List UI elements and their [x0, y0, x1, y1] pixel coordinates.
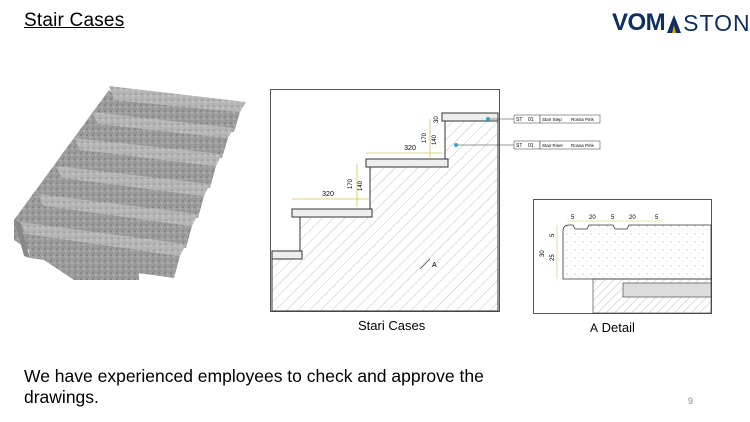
company-logo: VOM STONE	[612, 9, 750, 36]
dim-h170a: 170	[348, 178, 354, 189]
logo-mark-icon	[667, 13, 682, 33]
callout-num-1: 01	[528, 117, 534, 123]
callout-stair-step: ST 01 Stair Step Rossa Pink	[513, 114, 601, 124]
callout-material-2: Rossa Pink	[571, 143, 595, 148]
detail-dim-d1: 5	[571, 215, 575, 221]
detail-dim-v1: 5	[550, 233, 556, 237]
stair-section-drawing: 320 320 170 140 170 140 30 A ST 01 Stair…	[270, 89, 601, 312]
dim-h30: 30	[434, 116, 440, 123]
caption-detail-letter: A	[590, 321, 599, 335]
detail-drawing: 5 20 5 20 5 5 25 30	[533, 199, 712, 314]
detail-dim-d3: 5	[611, 215, 615, 221]
dim-h140a: 140	[358, 180, 364, 191]
caption-stair-cases: Stari Cases	[358, 318, 426, 333]
dim-h140b: 140	[432, 134, 438, 145]
detail-dim-d2: 20	[589, 215, 596, 221]
detail-dim-d4: 20	[629, 215, 636, 221]
callout-name-1: Stair Step	[542, 117, 562, 122]
page-number: 9	[688, 396, 694, 406]
logo-text-thin: STONE	[683, 9, 750, 36]
dim-run-2: 320	[404, 145, 416, 152]
page-title: Stair Cases	[24, 10, 125, 31]
callout-stair-riser: ST 01 Stair Riser Rossa Pink	[513, 140, 601, 150]
detail-dim-v3: 30	[540, 250, 546, 257]
callout-code-1: ST	[516, 117, 522, 123]
footer-text: We have experienced employees to check a…	[24, 366, 484, 407]
dim-run-1: 320	[322, 191, 334, 198]
dim-h170b: 170	[422, 132, 428, 143]
section-mark-a: A	[432, 262, 437, 269]
stair-photo	[14, 86, 246, 280]
callout-material-1: Rossa Pink	[571, 117, 595, 122]
callout-name-2: Stair Riser	[542, 143, 564, 148]
caption-detail: A Detail	[590, 320, 635, 335]
callout-num-2: 01	[528, 143, 534, 149]
caption-detail-text: Detail	[601, 320, 635, 335]
detail-dim-d5: 5	[655, 215, 659, 221]
logo-text-bold: VOM	[612, 9, 666, 36]
detail-dim-v2: 25	[550, 254, 556, 261]
callout-code-2: ST	[516, 143, 522, 149]
